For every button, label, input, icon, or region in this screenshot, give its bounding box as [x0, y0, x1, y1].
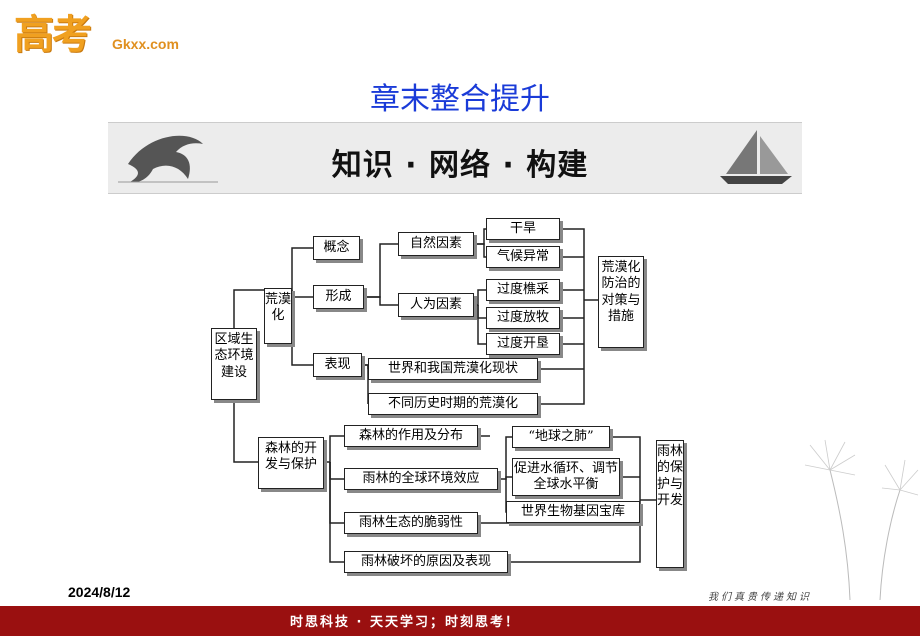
node-countermeasures: 荒漠化防治的对策与措施 [598, 256, 644, 348]
banner [108, 122, 802, 194]
node-human-factors: 人为因素 [398, 293, 474, 317]
node-forest-role: 森林的作用及分布 [344, 425, 478, 447]
sailboat-icon [720, 130, 792, 184]
node-earth-lungs: “地球之肺” [512, 426, 610, 448]
logo-domain: Gkxx.com [112, 36, 179, 52]
node-destruction: 雨林破坏的原因及表现 [344, 551, 508, 573]
node-gene-bank: 世界生物基因宝库 [506, 501, 640, 523]
node-drought: 干旱 [486, 218, 560, 240]
node-water-cycle: 促进水循环、调节全球水平衡 [512, 458, 620, 496]
slide-date: 2024/8/12 [68, 584, 131, 600]
node-history: 不同历史时期的荒漠化 [368, 393, 538, 415]
node-desertification: 荒漠化 [264, 288, 292, 344]
node-rainforest-global: 雨林的全球环境效应 [344, 468, 498, 490]
page-title: 章末整合提升 [370, 82, 550, 117]
dolphin-icon [118, 135, 218, 183]
footer-bar [0, 606, 920, 636]
banner-title: 知识 · 网络 · 构建 [331, 148, 589, 183]
footer-slogan: 时思科技 · 天天学习；时刻思考！ [290, 615, 520, 630]
footer-script-text: 我们真贵传递知识 [708, 592, 812, 603]
node-overgrazing: 过度放牧 [486, 307, 560, 329]
node-concept: 概念 [313, 236, 360, 260]
node-world-status: 世界和我国荒漠化现状 [368, 358, 538, 380]
node-rainforest-protection: 雨林的保护与开发 [656, 440, 684, 568]
logo-text: 高考 [14, 12, 92, 58]
node-forest: 森林的开发与保护 [258, 437, 324, 489]
node-formation: 形成 [313, 285, 364, 309]
node-fragility: 雨林生态的脆弱性 [344, 512, 478, 534]
node-overcutting: 过度樵采 [486, 279, 560, 301]
node-expression: 表现 [313, 353, 362, 377]
node-overcultivation: 过度开垦 [486, 333, 560, 355]
node-root: 区域生态环境建设 [211, 328, 257, 400]
dandelion-decoration [804, 439, 919, 600]
node-natural-factors: 自然因素 [398, 232, 474, 256]
node-climate-anomaly: 气候异常 [486, 246, 560, 268]
